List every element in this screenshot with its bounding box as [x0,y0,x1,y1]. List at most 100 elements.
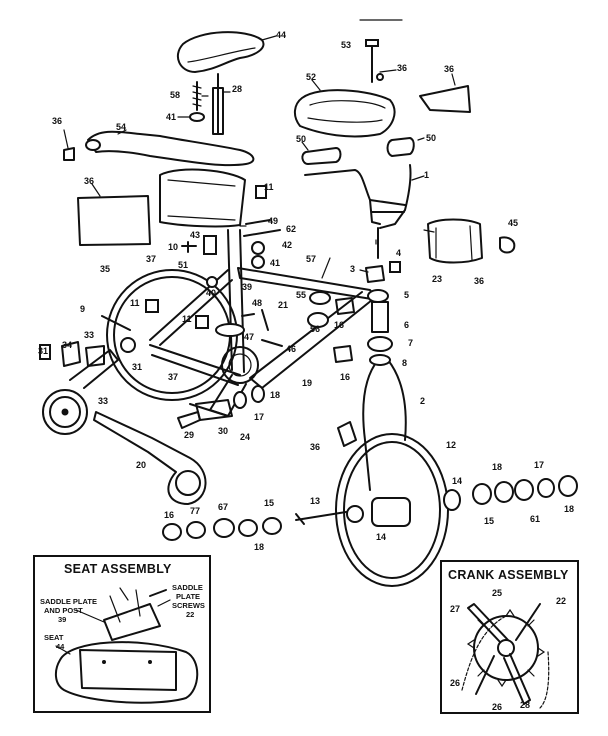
callout-57: 57 [306,254,316,264]
handlebar [304,164,412,259]
callout-18: 18 [254,542,264,552]
callout-16: 16 [334,320,344,330]
callout-50: 50 [426,133,436,143]
callout-23: 23 [432,274,442,284]
callout-48: 48 [252,298,262,308]
callout-56: 56 [310,324,320,334]
callout-37: 37 [146,254,156,264]
callout-9: 9 [80,304,85,314]
callout-51: 51 [178,260,188,270]
training-wheel [42,349,119,435]
front-hub [295,497,411,527]
callout-15: 15 [484,516,494,526]
seat-part [177,31,265,135]
callout-2: 2 [420,396,425,406]
callout-5: 5 [404,290,409,300]
callout-14: 14 [376,532,386,542]
callout-50: 50 [296,134,306,144]
callout-44: 44 [276,30,286,40]
stem-pad [427,218,516,264]
callout-20: 20 [136,460,146,470]
crank-callout-25: 25 [492,588,502,598]
seat-post [212,87,224,135]
grip-left [301,147,342,165]
callout-35: 35 [100,264,110,274]
callout-39: 39 [242,282,252,292]
crank-callout-28: 28 [520,700,530,710]
callout-34: 34 [62,340,72,350]
callout-36: 36 [474,276,484,286]
callout-3: 3 [350,264,355,274]
crank-assembly-inset: CRANK ASSEMBLY 25 22 27 26 26 28 [440,560,579,714]
seat-label-screws-2: PLATE [176,592,200,601]
chain-guard [93,411,207,505]
callout-53: 53 [341,40,351,50]
callout-58: 58 [170,90,180,100]
callout-31: 31 [132,362,142,372]
callout-41: 41 [270,258,280,268]
crank-callout-22: 22 [556,596,566,606]
saddle-plate [63,130,255,167]
callout-30: 30 [218,426,228,436]
callout-18: 18 [492,462,502,472]
hardware-parts [101,185,578,541]
seat-label-plate-post-1: SADDLE PLATE [40,597,97,606]
callout-16: 16 [164,510,174,520]
callout-8: 8 [402,358,407,368]
callout-36: 36 [397,63,407,73]
callout-7: 7 [408,338,413,348]
callout-36: 36 [310,442,320,452]
callout-36: 36 [444,64,454,74]
callout-19: 19 [302,378,312,388]
callout-11: 11 [130,298,140,308]
callout-47: 47 [244,332,254,342]
callout-52: 52 [306,72,316,82]
crank-callout-26: 26 [450,678,460,688]
front-wheel [335,433,449,587]
callout-11: 11 [182,314,192,324]
callout-24: 24 [240,432,250,442]
callout-29: 29 [184,430,194,440]
callout-77: 77 [190,506,200,516]
callout-40: 40 [206,288,216,298]
callout-42: 42 [282,240,292,250]
callout-4: 4 [396,248,401,258]
callout-17: 17 [254,412,264,422]
crank-callout-26: 26 [492,702,502,712]
callout-28: 28 [232,84,242,94]
callout-31: 31 [38,346,48,356]
callout-33: 33 [98,396,108,406]
training-wheel-bracket [39,341,105,367]
callout-16: 16 [340,372,350,382]
callout-11: 11 [264,182,274,192]
callout-13: 13 [310,496,320,506]
callout-62: 62 [286,224,296,234]
callout-67: 67 [218,502,228,512]
callout-61: 61 [530,514,540,524]
seat-assembly-title: SEAT ASSEMBLY [64,562,172,576]
seat-label-screws-num: 22 [186,610,194,619]
seat-label-seat-num: 44 [56,642,65,651]
callout-36: 36 [52,116,62,126]
handlebar-pad [294,85,471,138]
crank-sprocket [189,346,259,417]
callout-6: 6 [404,320,409,330]
callout-36: 36 [84,176,94,186]
callout-54: 54 [116,122,126,132]
leader-lines [63,35,456,279]
callout-55: 55 [296,290,306,300]
pedal [177,399,233,429]
callout-18: 18 [564,504,574,514]
callout-49: 49 [268,216,278,226]
callout-14: 14 [452,476,462,486]
seat-label-plate-post-2: AND POST [44,606,83,615]
seat-label-screws-1: SADDLE [172,583,203,592]
callout-10: 10 [168,242,178,252]
callout-43: 43 [190,230,200,240]
grip-right [386,137,415,157]
callout-12: 12 [446,440,456,450]
callout-37: 37 [168,372,178,382]
callout-labels: 44 53 36 36 52 58 28 41 36 54 50 50 1 11… [38,30,574,552]
